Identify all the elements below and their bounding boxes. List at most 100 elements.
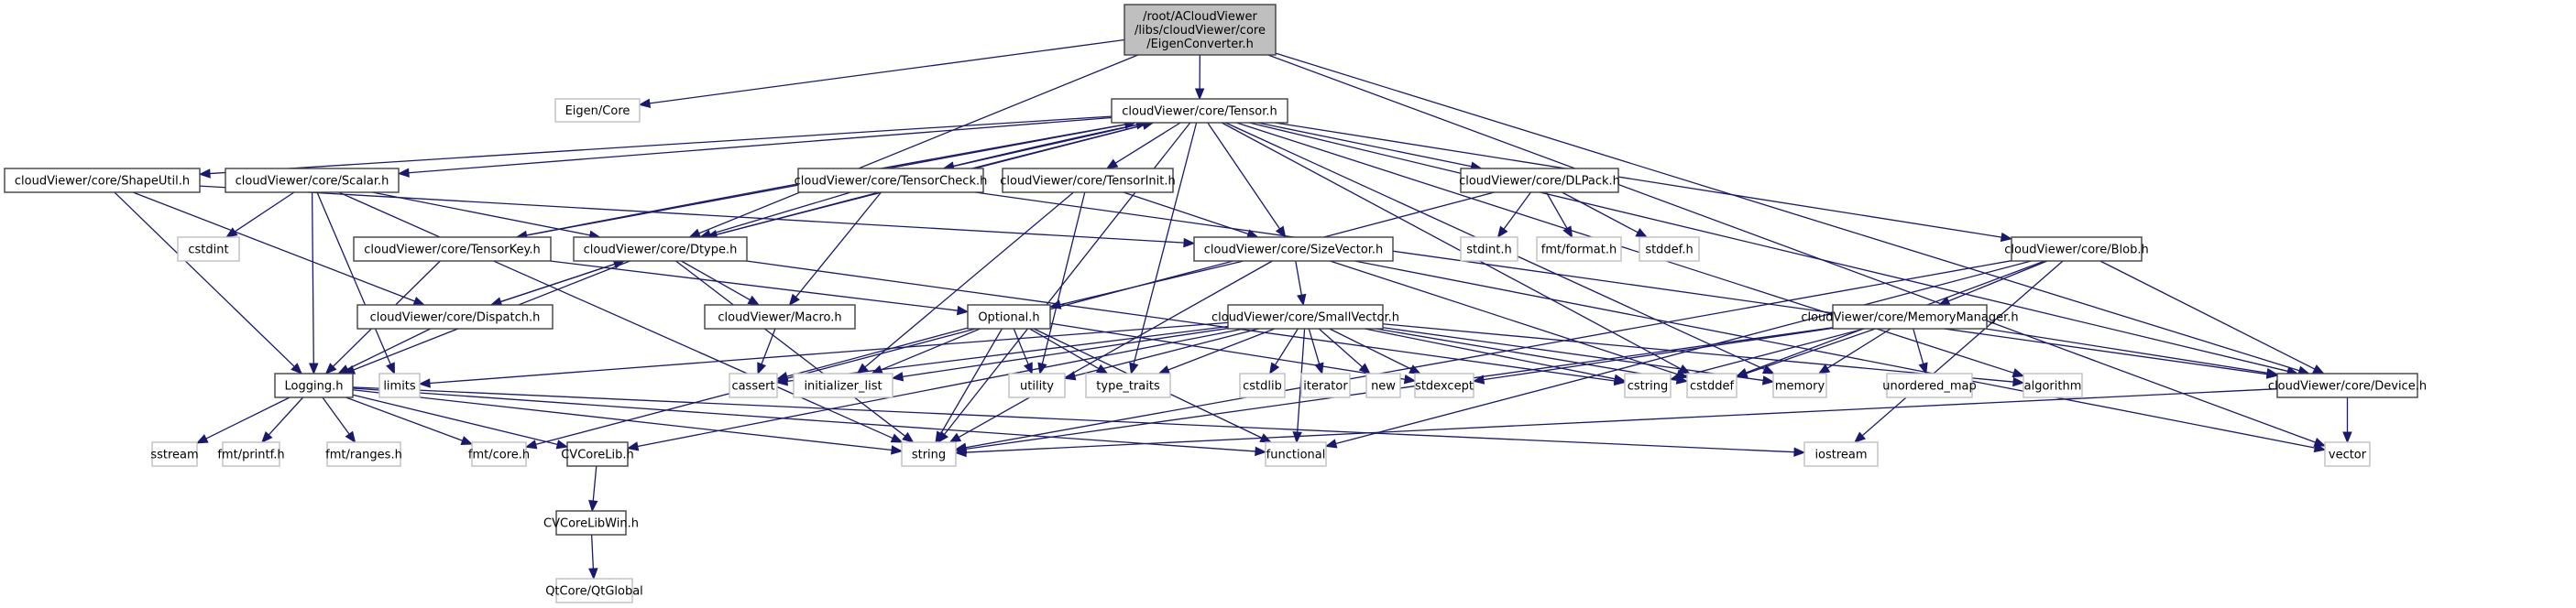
edge-line (352, 386, 1795, 453)
arrowhead-icon (688, 228, 702, 238)
node-cstddef: cstddef (1686, 373, 1737, 398)
arrowhead-icon (198, 168, 211, 179)
node-optional[interactable]: Optional.h (967, 304, 1051, 330)
node-root[interactable]: /root/ACloudViewer/libs/cloudViewer/core… (1124, 4, 1277, 56)
edge-line (234, 191, 295, 233)
edge-line (352, 387, 1256, 452)
node-sizevector[interactable]: cloudViewer/core/SizeVector.h (1193, 236, 1394, 262)
node-fmt-printf: fmt/printf.h (217, 441, 285, 467)
node-box (1639, 236, 1700, 262)
edge-cvcorelib-to-cvcorelibwin (588, 465, 598, 513)
edge-line (1318, 328, 1363, 368)
edge-scalar-to-limits (316, 191, 395, 375)
node-macro[interactable]: cloudViewer/Macro.h (704, 304, 856, 330)
edge-line (372, 191, 590, 236)
node-box (1111, 98, 1288, 124)
edge-line (1826, 328, 1891, 369)
arrowhead-icon (1183, 237, 1196, 248)
arrowhead-icon (890, 445, 904, 455)
edge-line (902, 327, 1229, 377)
node-shapeutil[interactable]: cloudViewer/core/ShapeUtil.h (4, 168, 201, 193)
node-utility: utility (1008, 373, 1066, 398)
node-box (704, 304, 856, 330)
node-blob[interactable]: cloudViewer/core/Blob.h (2004, 236, 2149, 262)
edge-line (1365, 328, 1616, 380)
arrowhead-icon (588, 568, 598, 581)
node-label: cloudViewer/core/DLPack.h (1459, 175, 1620, 189)
node-box (793, 373, 893, 398)
edge-tensor-to-sizevector (1207, 122, 1287, 239)
node-cstdlib: cstdlib (1239, 373, 1286, 398)
node-box (326, 441, 401, 467)
node-box (4, 168, 201, 193)
arrowhead-icon (626, 441, 640, 451)
edge-line (1308, 328, 1321, 364)
edge-memorymanager-to-unordered_map (1913, 328, 1928, 375)
edge-memorymanager-to-cstring (1669, 328, 1865, 382)
edge-dtype-to-macro (681, 260, 761, 306)
arrowhead-icon (1817, 364, 1831, 375)
edge-dtype-to-cstring (746, 260, 1627, 386)
edge-tensorinit-to-utility (1037, 191, 1086, 375)
node-tensorinit[interactable]: cloudViewer/core/TensorInit.h (1000, 168, 1176, 193)
node-functional: functional (1265, 441, 1327, 467)
node-box (1085, 373, 1171, 398)
edge-scalar-to-logging (309, 191, 319, 375)
edge-dtype-to-string (675, 260, 915, 443)
node-cvcorelib[interactable]: CVCoreLib.h (561, 441, 634, 467)
node-tensorkey[interactable]: cloudViewer/core/TensorKey.h (353, 236, 552, 262)
node-label: algorithm (2024, 380, 2082, 394)
node-tensor[interactable]: cloudViewer/core/Tensor.h (1111, 98, 1288, 124)
node-device[interactable]: cloudViewer/core/Device.h (2268, 373, 2427, 398)
node-logging[interactable]: Logging.h (274, 373, 354, 398)
edge-line (965, 388, 2278, 453)
edge-logging-to-cvcorelib (352, 394, 569, 450)
node-eigen-core: Eigen/Core (554, 98, 641, 123)
edge-logging-to-functional (352, 387, 1267, 457)
node-label: cstdlib (1243, 380, 1282, 394)
node-dlpack[interactable]: cloudViewer/core/DLPack.h (1459, 168, 1620, 193)
edge-line (709, 191, 851, 235)
node-label: cstddef (1690, 380, 1735, 394)
edge-line (761, 328, 776, 364)
node-dtype[interactable]: cloudViewer/core/Dtype.h (573, 236, 748, 262)
node-label: unordered_map (1882, 380, 1977, 394)
arrowhead-icon (638, 98, 652, 109)
node-label: Logging.h (285, 380, 344, 394)
node-box (1365, 373, 1401, 398)
edge-line (1074, 328, 1259, 377)
arrowhead-icon (1472, 375, 1485, 385)
edge-line (1274, 328, 1299, 366)
node-scalar[interactable]: cloudViewer/core/Scalar.h (225, 168, 400, 193)
node-smallvector[interactable]: cloudViewer/core/SmallVector.h (1211, 304, 1399, 330)
edge-line (1483, 327, 1834, 381)
edge-line (199, 185, 1185, 244)
node-tensorcheck[interactable]: cloudViewer/core/TensorCheck.h (795, 168, 988, 193)
node-label: cloudViewer/core/ShapeUtil.h (15, 175, 190, 189)
edge-line (590, 534, 595, 570)
edge-optional-to-string (935, 328, 1003, 444)
arrowhead-icon (290, 363, 303, 375)
arrowhead-icon (902, 431, 915, 443)
node-label: cloudViewer/core/TensorKey.h (364, 244, 540, 257)
edge-line (1249, 122, 2288, 373)
edge-dispatch-to-logging (337, 328, 432, 375)
edge-line (1059, 260, 1244, 306)
edge-line (1861, 260, 2064, 437)
edge-smallvector-to-initializer_list (891, 327, 1229, 382)
edge-tensorinit-to-sizevector (1123, 191, 1259, 239)
edge-line (864, 191, 1074, 368)
node-memorymanager[interactable]: cloudViewer/core/MemoryManager.h (1801, 304, 2019, 330)
node-stdint-h: stdint.h (1460, 236, 1518, 262)
node-box (901, 441, 957, 467)
node-label: QtCore/QtGlobal (545, 585, 643, 599)
node-box (2324, 441, 2371, 467)
edge-line (1123, 191, 1249, 235)
node-cvcorelibwin[interactable]: CVCoreLibWin.h (543, 510, 639, 536)
node-label: cloudViewer/Macro.h (718, 311, 841, 325)
node-dispatch[interactable]: cloudViewer/core/Dispatch.h (356, 304, 554, 330)
edge-line (1354, 260, 2316, 449)
arrowhead-icon (1761, 375, 1775, 385)
edge-memorymanager-to-cstddef (1735, 328, 1876, 378)
